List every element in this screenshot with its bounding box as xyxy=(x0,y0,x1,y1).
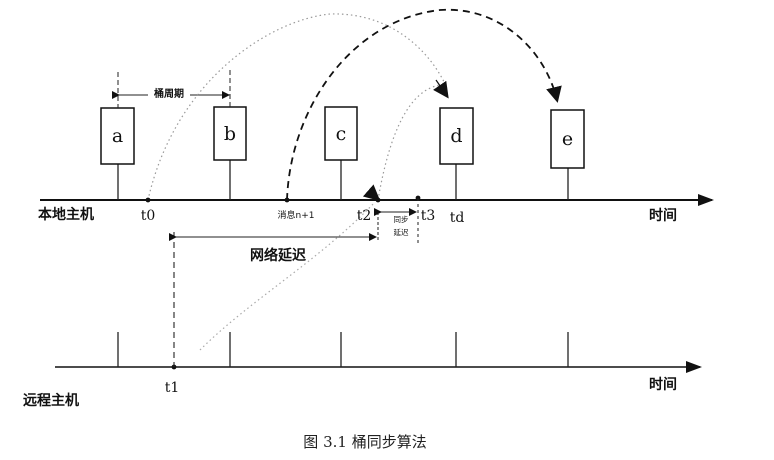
sync-delay-label-line1: 同步 xyxy=(394,215,409,224)
sync-delay-label-line2: 延迟 xyxy=(394,227,409,237)
time-label-local: 时间 xyxy=(649,207,677,224)
bucket-stems xyxy=(117,160,569,200)
dotted-arc-t1-to-t2 xyxy=(199,201,376,351)
remote-host-label: 远程主机 xyxy=(23,392,79,409)
tick-label-t1: t1 xyxy=(165,380,180,396)
tick-label-td: td xyxy=(450,210,465,226)
point-t0 xyxy=(145,197,151,203)
svg-text:a: a xyxy=(112,125,123,147)
message-label: 消息n+1 xyxy=(278,209,315,221)
arrow-into-t2 xyxy=(362,184,381,201)
dotted-arc-t2-to-d xyxy=(377,84,441,201)
tick-label-t3: t3 xyxy=(421,208,436,224)
svg-text:d: d xyxy=(450,125,462,147)
dotted-arc-t0-to-d xyxy=(147,13,448,201)
network-delay-label: 网络延迟 xyxy=(250,247,306,264)
bucket-c: c xyxy=(324,106,358,161)
sync-delay-marker: 同步 延迟 xyxy=(374,208,417,237)
bucket-b: b xyxy=(213,106,247,161)
local-host-label: 本地主机 xyxy=(38,206,94,223)
point-t2 xyxy=(375,197,381,203)
svg-text:c: c xyxy=(336,123,347,145)
bucket-a: a xyxy=(100,107,135,165)
arrow-into-d xyxy=(433,79,449,99)
tick-label-t2: t2 xyxy=(357,208,372,224)
point-message xyxy=(284,197,290,203)
remote-ticks xyxy=(117,332,569,367)
dashed-arc-message-to-e xyxy=(286,8,562,201)
figure-caption: 图 3.1 桶同步算法 xyxy=(303,433,426,451)
bucket-period-marker: 桶周期 xyxy=(112,70,231,108)
bucket-d: d xyxy=(439,107,474,165)
period-label: 桶周期 xyxy=(153,87,184,100)
network-delay-marker: 网络延迟 xyxy=(169,212,379,367)
svg-text:b: b xyxy=(224,123,236,145)
time-label-remote: 时间 xyxy=(649,376,677,393)
tick-label-t0: t0 xyxy=(141,208,156,224)
svg-text:e: e xyxy=(562,128,573,150)
bucket-e: e xyxy=(550,109,585,169)
